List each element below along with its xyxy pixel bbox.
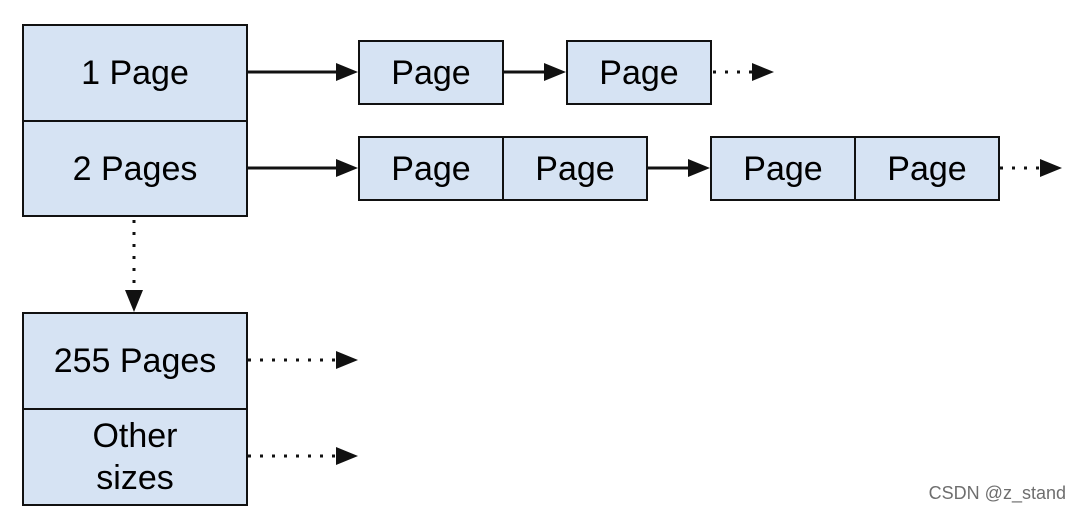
page-label: Page <box>887 149 967 188</box>
page-label: Page <box>743 149 823 188</box>
page-label: Page <box>535 149 615 188</box>
size-class-other-sizes-label: Other sizes <box>92 417 178 497</box>
page-box-row2-3: Page <box>710 136 856 201</box>
page-label: Page <box>391 53 471 92</box>
page-label: Page <box>391 149 471 188</box>
size-class-other-sizes: Other sizes <box>22 408 248 506</box>
arrowhead-page-to-page <box>544 63 566 81</box>
size-class-1-page-label: 1 Page <box>81 54 189 92</box>
size-class-2-pages: 2 Pages <box>22 120 248 217</box>
arrowhead-2pages-to-run <box>336 159 358 177</box>
page-box-row2-4: Page <box>854 136 1000 201</box>
size-class-255-pages-label: 255 Pages <box>53 342 217 380</box>
size-class-1-page: 1 Page <box>22 24 248 122</box>
dotted-arrowhead-down <box>125 290 143 312</box>
dotted-arrowhead-row2-continue <box>1040 159 1062 177</box>
page-box-row2-1: Page <box>358 136 504 201</box>
dotted-arrowhead-row1-continue <box>752 63 774 81</box>
arrowhead-run-to-run <box>688 159 710 177</box>
page-label: Page <box>599 53 679 92</box>
size-class-255-pages: 255 Pages <box>22 312 248 410</box>
page-box-row2-2: Page <box>502 136 648 201</box>
arrowhead-1page-to-page <box>336 63 358 81</box>
dotted-arrowhead-255pages <box>336 351 358 369</box>
page-box-row1-1: Page <box>358 40 504 105</box>
page-box-row1-2: Page <box>566 40 712 105</box>
size-class-2-pages-label: 2 Pages <box>72 149 198 188</box>
dotted-arrowhead-other-sizes <box>336 447 358 465</box>
watermark: CSDN @z_stand <box>928 483 1066 503</box>
